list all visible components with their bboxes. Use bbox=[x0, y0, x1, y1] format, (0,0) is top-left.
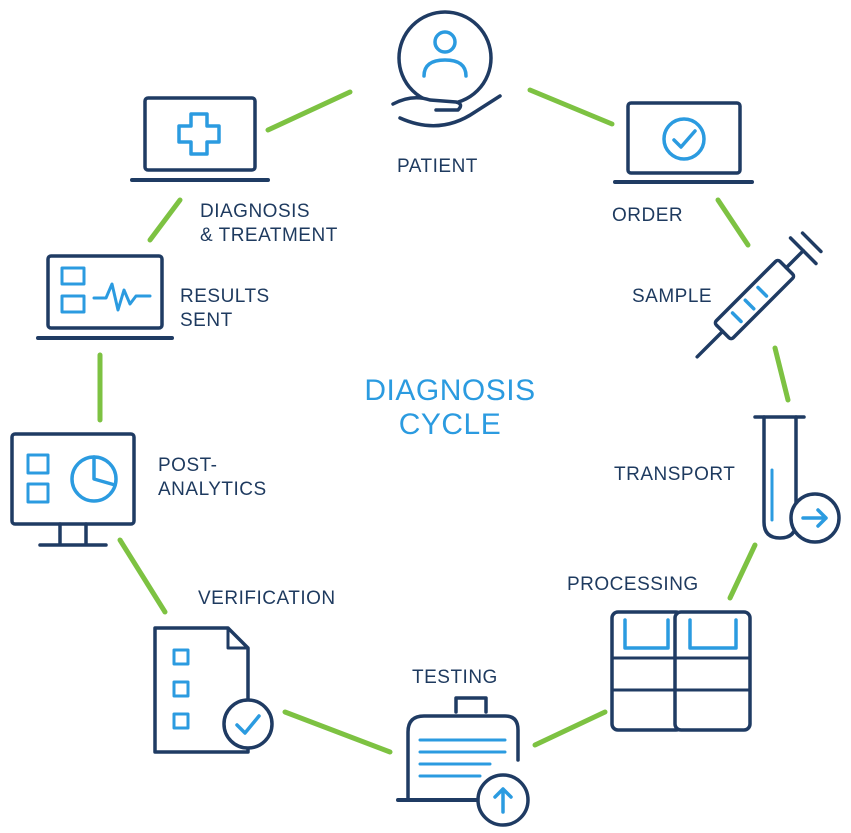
ring-segment bbox=[147, 197, 183, 243]
checklist-check-icon bbox=[153, 626, 274, 754]
diagnosis-treatment-line-2: & TREATMENT bbox=[200, 225, 338, 246]
stage-label-post-analytics: POST- ANALYTICS bbox=[158, 454, 267, 502]
results-sent-line-1: RESULTS bbox=[180, 286, 270, 307]
title-line-2: CYCLE bbox=[398, 408, 502, 441]
patient-hand-icon bbox=[391, 10, 502, 128]
ring-segment bbox=[265, 89, 353, 133]
diagnosis-treatment-line-1: DIAGNOSIS bbox=[200, 201, 311, 222]
analyzer-machines-icon bbox=[610, 610, 752, 732]
ring-segment bbox=[527, 87, 615, 127]
syringe-icon bbox=[695, 231, 823, 359]
testing-machine-upload-icon bbox=[396, 696, 530, 827]
stage-label-testing: TESTING bbox=[412, 667, 498, 688]
laptop-check-icon bbox=[613, 101, 754, 184]
stage-label-diagnosis-treatment: DIAGNOSIS & TREATMENT bbox=[200, 200, 338, 248]
ring-segment bbox=[282, 709, 393, 755]
ring-segment bbox=[117, 537, 168, 615]
diagram-title: DIAGNOSIS CYCLE bbox=[340, 374, 560, 442]
ring-segment bbox=[715, 197, 751, 248]
stage-label-processing: PROCESSING bbox=[567, 574, 699, 595]
laptop-waveform-icon bbox=[36, 254, 174, 340]
monitor-pie-chart-icon bbox=[10, 432, 136, 547]
stage-label-verification: VERIFICATION bbox=[198, 588, 336, 609]
test-tube-arrow-icon bbox=[753, 415, 841, 544]
stage-label-transport: TRANSPORT bbox=[614, 464, 736, 485]
title-line-1: DIAGNOSIS bbox=[364, 374, 536, 407]
stage-label-results-sent: RESULTS SENT bbox=[180, 285, 270, 333]
results-sent-line-2: SENT bbox=[180, 310, 233, 331]
post-analytics-line-1: POST- bbox=[158, 455, 218, 476]
ring-segment bbox=[727, 542, 758, 601]
cycle-ring bbox=[97, 87, 791, 755]
post-analytics-line-2: ANALYTICS bbox=[158, 479, 267, 500]
stage-label-patient: PATIENT bbox=[397, 156, 478, 177]
laptop-medical-cross-icon bbox=[130, 96, 270, 182]
ring-segment bbox=[532, 709, 608, 748]
stage-label-sample: SAMPLE bbox=[632, 286, 713, 307]
ring-segment bbox=[772, 345, 791, 403]
stage-label-order: ORDER bbox=[612, 205, 684, 226]
